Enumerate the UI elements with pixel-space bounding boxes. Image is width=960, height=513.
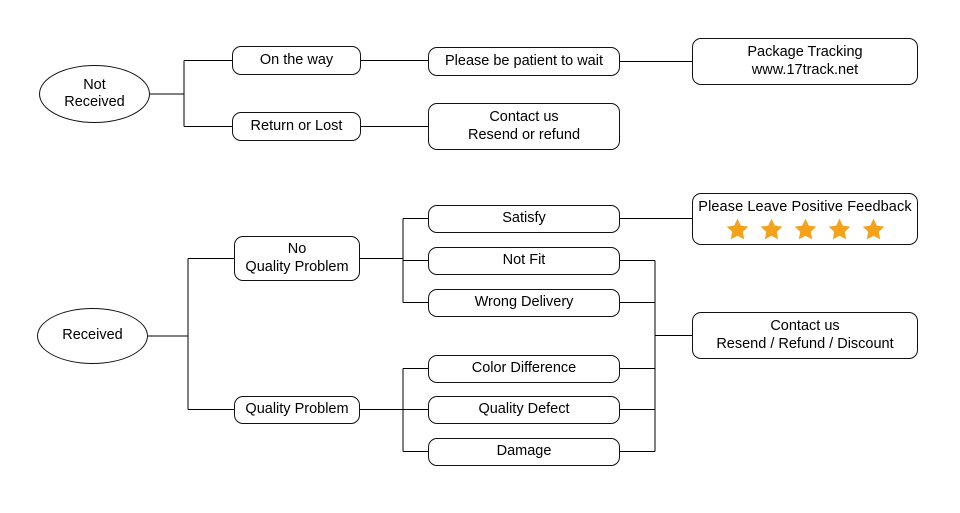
node-no-quality-problem[interactable]: No Quality Problem — [234, 236, 360, 281]
node-return-or-lost-label: Return or Lost — [250, 117, 343, 134]
node-contact-resend-refund[interactable]: Contact us Resend or refund — [428, 103, 620, 150]
node-contact-resend-refund-line2: Resend or refund — [467, 126, 581, 143]
node-not-fit[interactable]: Not Fit — [428, 247, 620, 275]
node-be-patient-label: Please be patient to wait — [445, 52, 603, 69]
node-package-tracking-line1: Package Tracking — [747, 44, 863, 61]
node-not-fit-label: Not Fit — [502, 252, 546, 269]
node-received-label: Received — [62, 327, 123, 344]
node-contact-resend-refund-discount[interactable]: Contact us Resend / Refund / Discount — [692, 312, 918, 359]
node-not-received[interactable]: Not Received — [39, 65, 150, 123]
star-icon — [794, 218, 816, 240]
node-contact-resend-refund-discount-line1: Contact us — [770, 318, 840, 335]
star-icon — [726, 218, 748, 240]
node-color-difference[interactable]: Color Difference — [428, 355, 620, 383]
node-package-tracking-line2: www.17track.net — [751, 61, 859, 78]
node-no-quality-problem-line2: Quality Problem — [245, 258, 349, 275]
node-on-the-way[interactable]: On the way — [232, 46, 361, 75]
node-satisfy[interactable]: Satisfy — [428, 205, 620, 233]
star-icon — [828, 218, 850, 240]
node-damage-label: Damage — [496, 443, 552, 460]
node-on-the-way-label: On the way — [259, 51, 334, 68]
node-color-difference-label: Color Difference — [471, 360, 577, 377]
node-wrong-delivery-label: Wrong Delivery — [474, 294, 574, 311]
star-rating[interactable] — [725, 217, 886, 241]
node-positive-feedback[interactable]: Please Leave Positive Feedback — [692, 193, 918, 245]
node-quality-defect[interactable]: Quality Defect — [428, 396, 620, 424]
node-not-received-line1: Not — [83, 76, 106, 93]
node-damage[interactable]: Damage — [428, 438, 620, 466]
node-wrong-delivery[interactable]: Wrong Delivery — [428, 289, 620, 317]
feedback-title: Please Leave Positive Feedback — [698, 199, 912, 215]
node-received[interactable]: Received — [37, 308, 148, 364]
node-contact-resend-refund-line1: Contact us — [489, 109, 559, 126]
node-no-quality-problem-line1: No — [287, 241, 307, 258]
node-quality-problem[interactable]: Quality Problem — [234, 396, 360, 424]
star-icon — [760, 218, 782, 240]
node-not-received-line2: Received — [64, 94, 125, 110]
node-return-or-lost[interactable]: Return or Lost — [232, 112, 361, 141]
node-quality-defect-label: Quality Defect — [478, 401, 570, 418]
node-satisfy-label: Satisfy — [502, 210, 546, 227]
star-icon — [862, 218, 884, 240]
node-quality-problem-label: Quality Problem — [245, 401, 349, 418]
node-contact-resend-refund-discount-line2: Resend / Refund / Discount — [716, 335, 894, 352]
node-package-tracking[interactable]: Package Tracking www.17track.net — [692, 38, 918, 85]
node-be-patient[interactable]: Please be patient to wait — [428, 47, 620, 76]
